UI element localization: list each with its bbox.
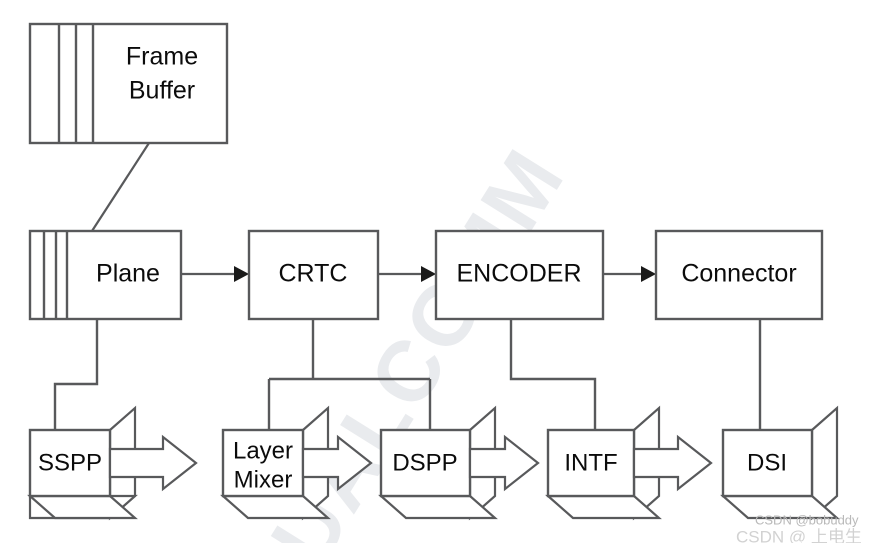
block-arrow-layer-mixer-to-dspp <box>301 434 373 492</box>
edge-crtc-to-encoder <box>378 266 436 282</box>
node-dsi: DSI <box>720 405 840 521</box>
frame-buffer-box <box>28 22 229 145</box>
node-frame-buffer: Frame Buffer <box>28 22 229 145</box>
sspp-box <box>28 428 112 498</box>
connector-label: Connector <box>681 260 796 288</box>
edge-encoder-to-connector <box>603 266 656 282</box>
edge-framebuffer-to-plane <box>91 142 150 232</box>
intf-label: INTF <box>564 449 617 476</box>
edge-crtc-to-encoder-arrowhead <box>421 266 436 282</box>
block-arrow-dspp-to-intf <box>468 434 540 492</box>
frame-buffer-label-line1: Frame <box>126 43 198 71</box>
sspp-label: SSPP <box>38 449 102 476</box>
edge-plane-to-crtc <box>181 266 249 282</box>
edge-encoder-to-intf <box>509 319 597 430</box>
corner-watermark: CSDN @bobuddy CSDN @ 上电生 <box>736 512 862 543</box>
layer-mixer-label-line2: Mixer <box>234 466 293 493</box>
dspp-label: DSPP <box>392 449 457 476</box>
node-sspp: SSPP <box>27 405 138 521</box>
block-arrow-sspp-to-layer-mixer <box>108 434 198 492</box>
watermark-corner-line1: CSDN @bobuddy <box>755 512 859 527</box>
dsi-label: DSI <box>747 449 787 476</box>
frame-buffer-label-line2: Buffer <box>129 77 195 105</box>
node-layer-mixer: Layer Mixer <box>220 405 331 521</box>
node-encoder: ENCODER <box>434 229 605 321</box>
edge-plane-to-crtc-arrowhead <box>234 266 249 282</box>
plane-label: Plane <box>96 260 160 288</box>
node-crtc: CRTC <box>247 229 380 321</box>
watermark-corner-line2: CSDN @ 上电生 <box>736 527 862 543</box>
node-connector: Connector <box>654 229 824 321</box>
block-arrow-intf-to-dsi <box>632 434 713 492</box>
crtc-label: CRTC <box>279 260 348 288</box>
node-dspp: DSPP <box>378 405 498 521</box>
edge-plane-to-sspp <box>53 319 99 430</box>
connector-box <box>654 229 824 321</box>
encoder-label: ENCODER <box>456 260 581 288</box>
dspp-box <box>379 428 472 498</box>
intf-box <box>546 428 636 498</box>
encoder-box <box>434 229 605 321</box>
dsi-box <box>721 428 814 498</box>
layer-mixer-box <box>221 428 305 498</box>
node-plane: Plane <box>28 229 183 321</box>
node-intf: INTF <box>545 405 662 521</box>
edge-encoder-to-connector-arrowhead <box>641 266 656 282</box>
layer-mixer-label-line1: Layer <box>233 437 293 464</box>
